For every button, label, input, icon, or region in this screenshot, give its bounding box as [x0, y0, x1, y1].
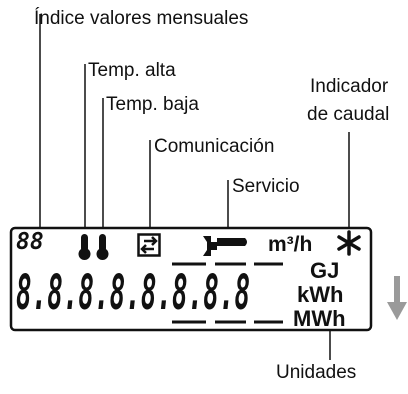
label-communication: Comunicación [154, 136, 275, 157]
thermometer-icon [78, 234, 91, 260]
star-icon [337, 230, 361, 256]
label-flow-indicator-2: de caudal [307, 104, 390, 125]
label-monthly-index: Índice valores mensuales [34, 8, 249, 29]
unit-gj: GJ [310, 258, 340, 283]
main-digits: 8.8.8.8.8.8.8.8 [16, 265, 251, 321]
digit-underlines [172, 262, 283, 324]
unit-kwh: kWh [297, 282, 344, 307]
index-digits: 88 [16, 229, 44, 255]
down-arrow-icon [387, 276, 407, 320]
unit-mwh: MWh [293, 306, 346, 331]
flow-unit: m³/h [268, 233, 313, 256]
label-temp-high: Temp. alta [88, 60, 176, 81]
communication-icon [137, 233, 161, 257]
label-temp-low: Temp. baja [106, 94, 199, 115]
wrench-icon [203, 236, 247, 256]
label-service: Servicio [232, 176, 300, 197]
thermometer-icon [96, 234, 109, 260]
label-units: Unidades [276, 362, 357, 383]
label-flow-indicator-1: Indicador [310, 76, 389, 97]
